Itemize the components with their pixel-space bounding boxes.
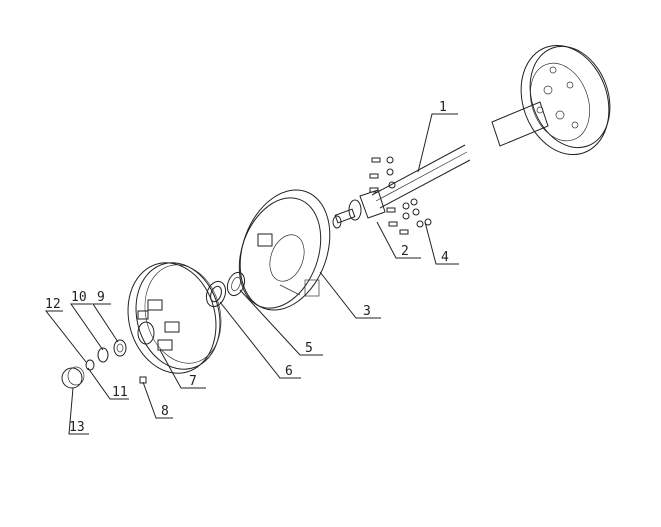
grease-seal [226, 271, 246, 297]
outer-bearing [113, 339, 127, 357]
callout-11: 11 [112, 385, 128, 400]
callout-2: 2 [401, 244, 409, 259]
axle-tube [371, 144, 471, 209]
callout-5: 5 [305, 341, 313, 356]
washer [97, 347, 109, 363]
spindle-nut [85, 359, 95, 371]
brake-backing-plate [238, 189, 331, 311]
callout-7: 7 [189, 374, 197, 389]
assembled-drum-right [491, 44, 611, 156]
callout-3: 3 [363, 304, 371, 319]
callout-6: 6 [285, 364, 293, 379]
callout-8: 8 [161, 404, 169, 419]
callouts [44, 113, 459, 435]
callout-4: 4 [441, 250, 449, 265]
callout-13: 13 [69, 420, 85, 435]
callout-12: 12 [45, 297, 61, 312]
dust-cap [61, 366, 85, 389]
callout-1: 1 [439, 100, 447, 115]
hub-drum [127, 262, 222, 374]
callout-10: 10 [71, 290, 87, 305]
callout-9: 9 [97, 290, 105, 305]
